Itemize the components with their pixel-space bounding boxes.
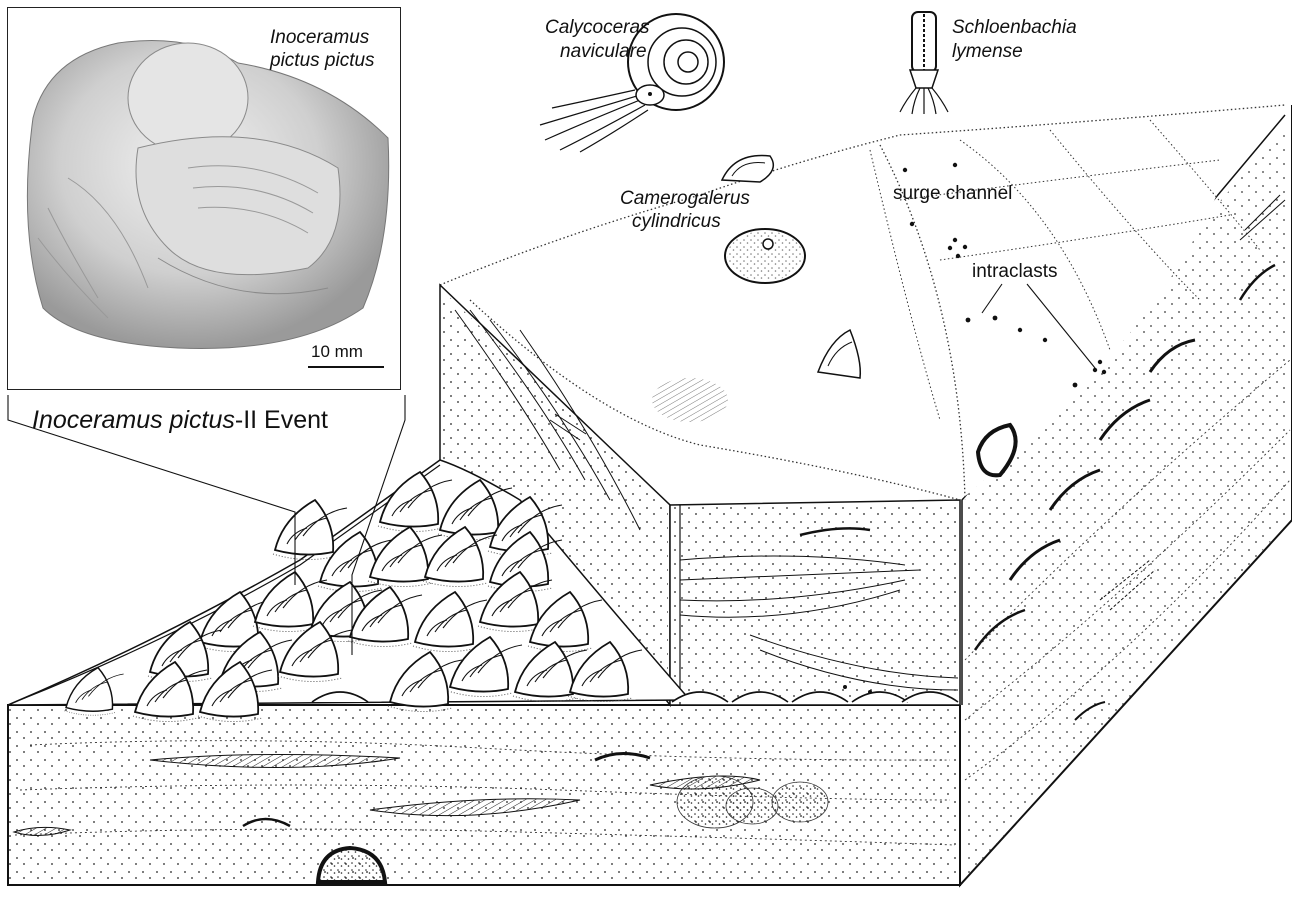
- schloenbachia-icon: [900, 12, 948, 114]
- event-name-italic: Inoceramus pictus: [32, 406, 235, 434]
- intraclasts-label: intraclasts: [972, 260, 1058, 283]
- echinoid-label-line1: Camerogalerus: [620, 187, 750, 210]
- belemnite-label-line1: Schloenbachia: [952, 16, 1077, 39]
- ammonite-label-line1: Calycoceras: [545, 16, 650, 39]
- ammonite-label-line2: naviculare: [560, 40, 647, 63]
- event-label: Inoceramus pictus-II Event: [32, 405, 328, 435]
- surge-channel-label: surge channel: [893, 182, 1012, 205]
- front-face: [8, 705, 960, 885]
- scale-bar-label: 10 mm: [311, 340, 363, 363]
- belemnite-label-line2: lymense: [952, 40, 1023, 63]
- scale-bar: [308, 366, 384, 368]
- echinoid-label-line2: cylindricus: [632, 210, 721, 233]
- event-name-suffix: -II Event: [235, 406, 328, 434]
- specimen-photo: Inoceramus pictus pictus 10 mm: [7, 7, 401, 390]
- photo-species-line1: Inoceramus: [270, 26, 369, 49]
- photo-species-line2: pictus pictus: [270, 49, 375, 72]
